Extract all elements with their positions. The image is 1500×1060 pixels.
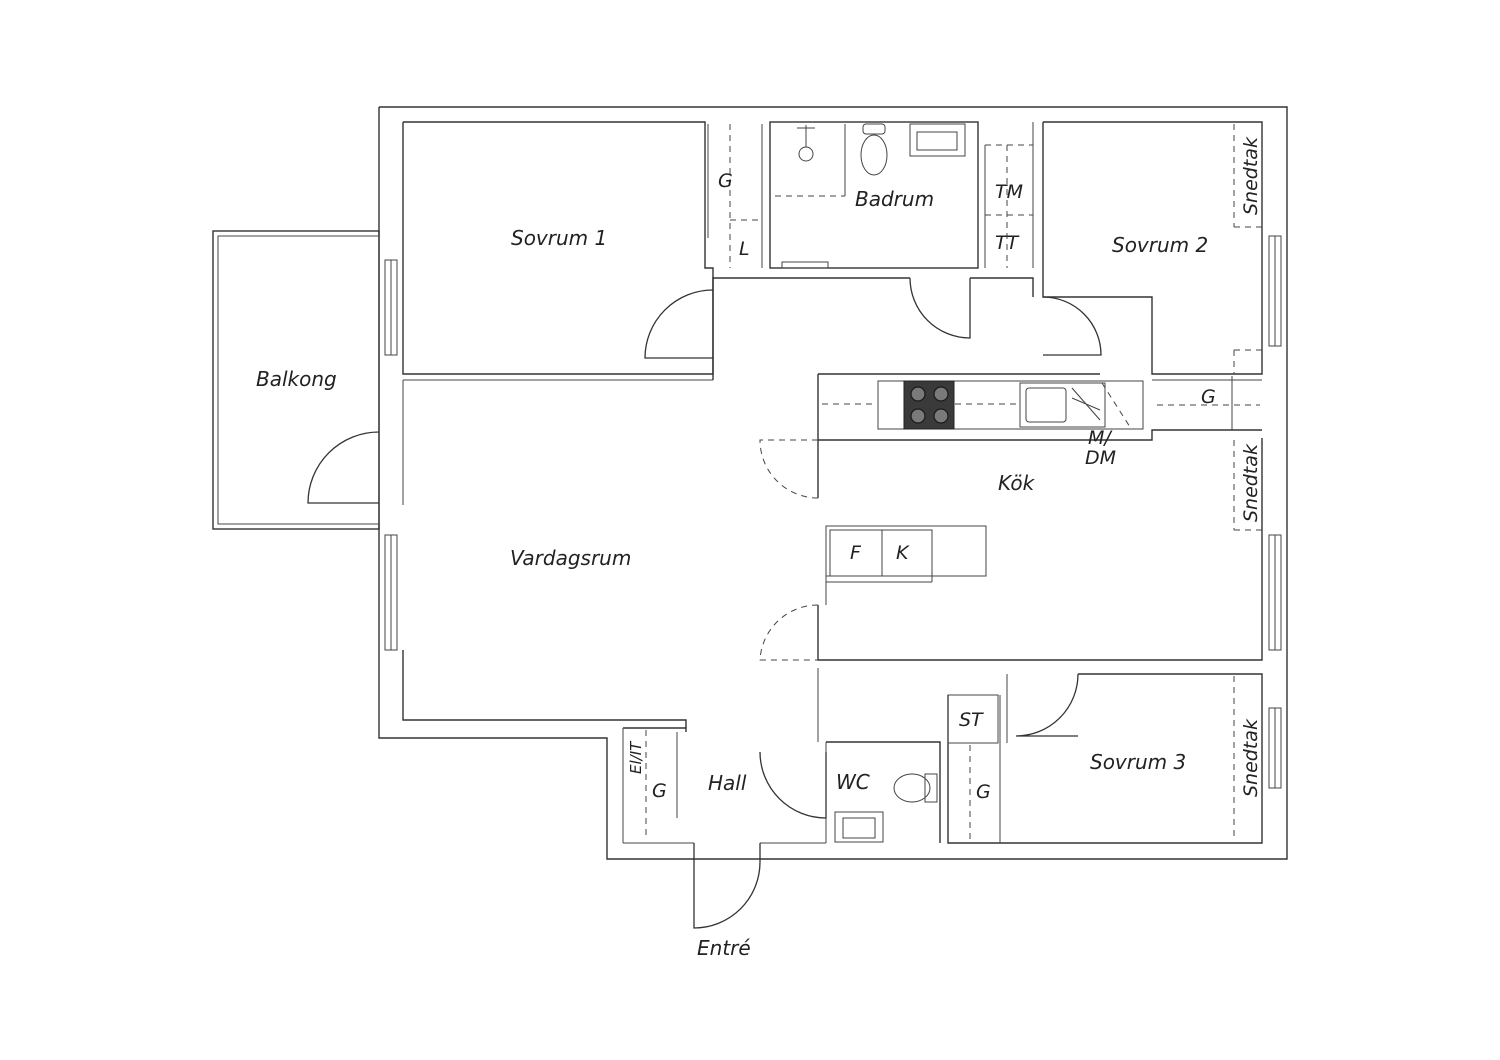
label-l: L bbox=[739, 238, 750, 260]
label-f: F bbox=[850, 542, 862, 564]
label-g-sovrum2: G bbox=[1201, 386, 1216, 408]
label-vardagsrum: Vardagsrum bbox=[510, 546, 631, 570]
doors bbox=[307, 277, 1102, 929]
room-badrum bbox=[769, 121, 1034, 269]
label-md-1: M/ bbox=[1088, 427, 1113, 449]
room-kok bbox=[817, 380, 1263, 661]
label-tm: TM bbox=[995, 181, 1023, 203]
label-st: ST bbox=[959, 709, 984, 731]
windows bbox=[384, 235, 1282, 789]
label-snedtak-2: Snedtak bbox=[1240, 443, 1262, 522]
label-badrum: Badrum bbox=[855, 187, 934, 211]
inner-walls bbox=[712, 277, 1262, 441]
room-vardagsrum bbox=[402, 650, 819, 742]
label-balkong: Balkong bbox=[256, 367, 337, 391]
label-snedtak-1: Snedtak bbox=[1240, 136, 1262, 215]
label-k: K bbox=[896, 542, 910, 564]
labels: Sovrum 1 Badrum Sovrum 2 Balkong Vardags… bbox=[256, 136, 1262, 960]
room-sovrum-1 bbox=[402, 121, 763, 505]
label-wc: WC bbox=[836, 770, 870, 794]
label-g-sovrum1: G bbox=[718, 170, 733, 192]
room-sovrum-3 bbox=[947, 673, 1263, 844]
label-elit: El/IT bbox=[627, 740, 645, 774]
label-sovrum-1: Sovrum 1 bbox=[511, 226, 607, 250]
label-snedtak-3: Snedtak bbox=[1240, 718, 1262, 797]
label-hall: Hall bbox=[708, 771, 747, 795]
label-entre: Entré bbox=[697, 936, 751, 960]
label-tt: TT bbox=[995, 232, 1020, 254]
label-g-hall: G bbox=[652, 780, 667, 802]
label-g-sovrum3: G bbox=[976, 781, 991, 803]
outer-walls bbox=[378, 106, 1288, 860]
label-sovrum-2: Sovrum 2 bbox=[1112, 233, 1208, 257]
hall-closet bbox=[622, 727, 694, 844]
label-sovrum-3: Sovrum 3 bbox=[1090, 750, 1186, 774]
label-md-2: DM bbox=[1085, 447, 1116, 469]
balcony bbox=[212, 230, 380, 530]
label-kok: Kök bbox=[998, 471, 1036, 495]
